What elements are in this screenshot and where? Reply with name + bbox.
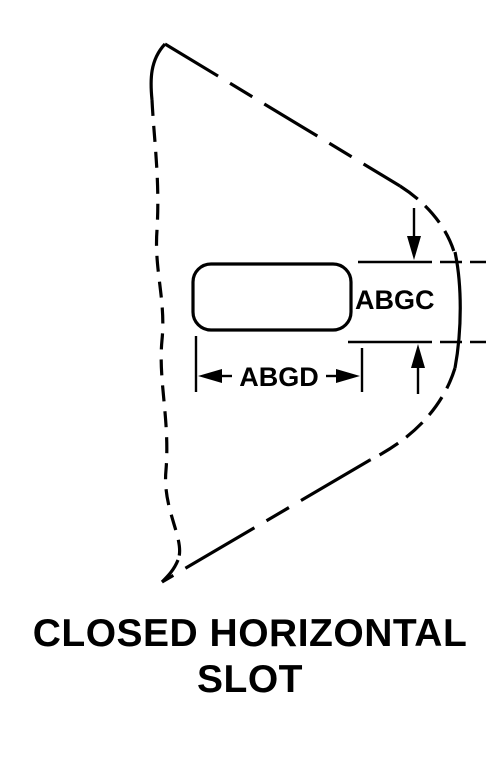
upper-outline <box>164 42 401 188</box>
width-arrow-right-head <box>336 369 360 383</box>
width-dimension-label: ABGD <box>239 362 319 392</box>
lower-outline <box>161 458 371 584</box>
right-boundary <box>453 251 462 369</box>
left-break-edge-dash <box>150 99 182 561</box>
upper-curve <box>399 184 457 256</box>
height-dimension-label: ABGC <box>355 285 435 315</box>
slot-shape <box>191 262 353 332</box>
height-arrow-bottom-head <box>411 344 425 368</box>
lower-curve <box>369 367 457 462</box>
left-break-edge <box>149 42 167 101</box>
caption-line-1: CLOSED HORIZONTAL <box>32 612 468 655</box>
height-arrow-top-head <box>407 236 421 260</box>
caption-line-2: SLOT <box>197 658 303 701</box>
width-arrow-left-head <box>198 369 222 383</box>
